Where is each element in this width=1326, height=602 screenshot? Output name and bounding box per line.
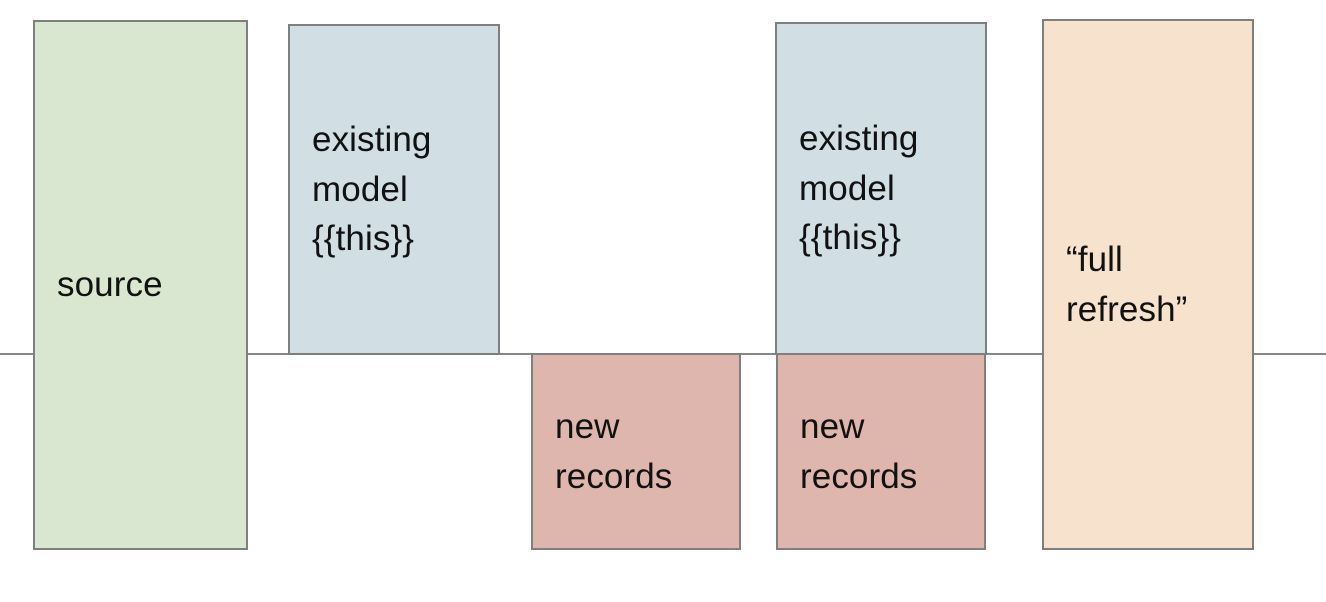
- new-records-box-2[interactable]: new records: [776, 353, 986, 550]
- existing-model-box-2-label: existing model {{this}}: [799, 118, 919, 258]
- new-records-box-2-label: new records: [800, 406, 918, 496]
- new-records-box-1[interactable]: new records: [531, 353, 741, 550]
- existing-model-box-1[interactable]: existing model {{this}}: [288, 24, 500, 355]
- source-box-label: source: [57, 265, 163, 305]
- existing-model-box-2[interactable]: existing model {{this}}: [775, 22, 987, 355]
- full-refresh-box[interactable]: “full refresh”: [1042, 19, 1254, 550]
- new-records-box-1-label: new records: [555, 406, 673, 496]
- full-refresh-box-label: “full refresh”: [1066, 239, 1188, 329]
- source-box[interactable]: source: [33, 20, 248, 550]
- existing-model-box-1-label: existing model {{this}}: [312, 119, 432, 259]
